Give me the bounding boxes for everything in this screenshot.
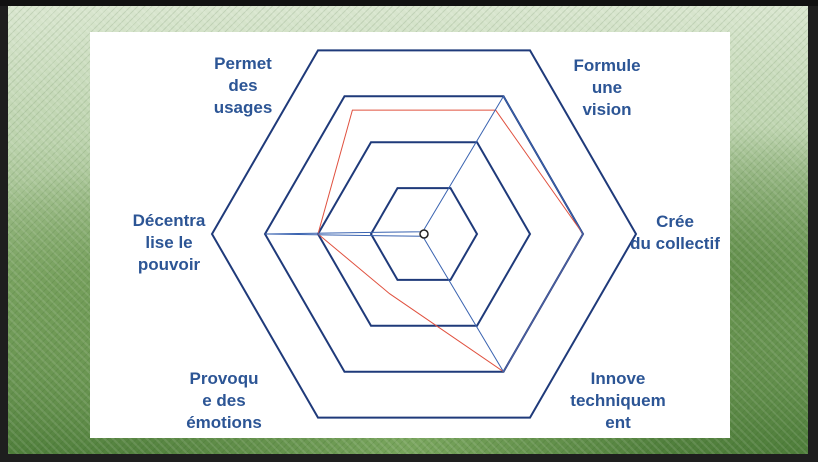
axis-label-formule-une-vision: Formule une vision (573, 56, 641, 119)
axis-label-cree-du-collectif: Crée du collectif (630, 212, 720, 253)
radar-ring-2 (316, 141, 532, 327)
radar-panel (90, 32, 730, 438)
radar-ring-4 (210, 49, 638, 419)
axis-label-decentralise-le-pouvoir: Décentra lise le pouvoir (132, 211, 206, 274)
axis-label-innove-techniquement: Innove techniquem ent (570, 369, 666, 432)
radar-series (264, 95, 584, 373)
axis-label-provoque-des-emotions: Provoqu e des émotions (186, 369, 262, 432)
radar-center-marker (419, 229, 429, 239)
axis-label-permet-des-usages: Permet des usages (213, 54, 273, 117)
radar-ring-1 (369, 187, 479, 281)
window-top-bar (0, 0, 818, 6)
radar-series-red (317, 109, 584, 373)
